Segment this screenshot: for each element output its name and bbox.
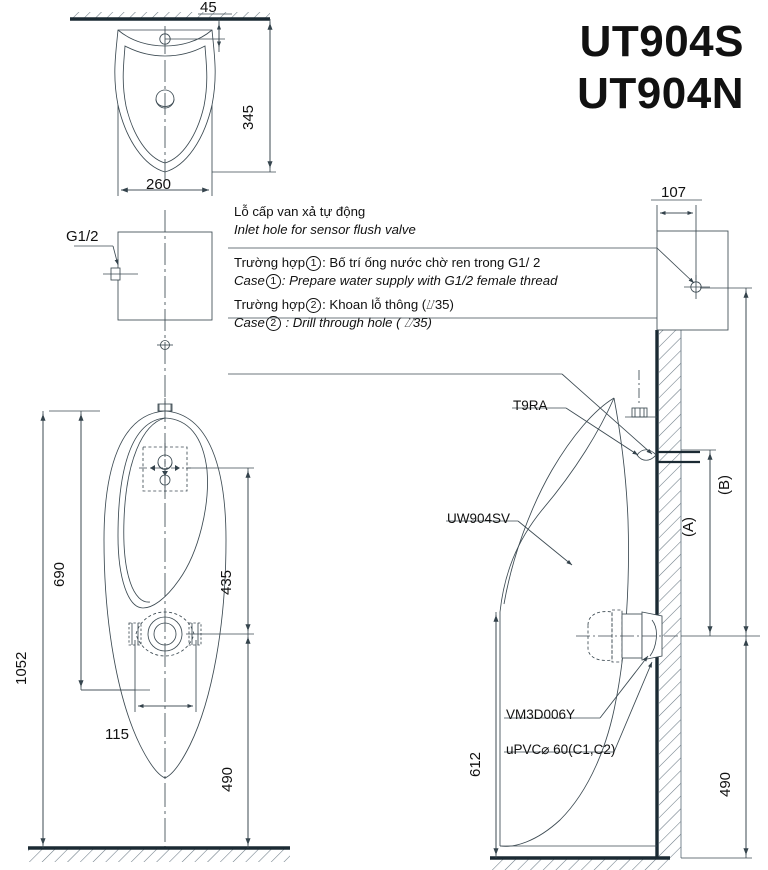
note-case1-vi-suffix: : Bố trí ống nước chờ ren trong G1/ 2 — [322, 254, 541, 270]
dim-label-107: 107 — [661, 184, 687, 201]
dim-label-1052: 1052 — [13, 651, 30, 685]
model-number-secondary: UT904N — [577, 68, 744, 118]
dim-label-435: 435 — [218, 569, 235, 595]
note-heading-en: Inlet hole for sensor flush valve — [234, 221, 416, 237]
note-case2-en-suffix: : Drill through hole ( ⌰35) — [281, 314, 432, 330]
side-view-section — [446, 199, 760, 870]
dim-label-490-side: 490 — [717, 771, 734, 797]
notes-block: Lỗ cấp van xả tự động Inlet hole for sen… — [234, 203, 574, 334]
front-view-elevation — [28, 398, 290, 862]
top-view-plan — [70, 12, 276, 196]
dim-435 — [186, 467, 254, 635]
dim-690 — [78, 411, 150, 691]
note-case2-vi-prefix: Trường hợp — [234, 296, 306, 312]
side-view-trap-outlet — [576, 609, 678, 663]
circled-number-1-en: 1 — [265, 273, 281, 289]
side-view-inlet-spud — [636, 449, 700, 464]
side-view-top-bracket — [625, 370, 657, 418]
dim-107 — [651, 199, 702, 280]
g12-detail-view — [74, 210, 213, 410]
circled-number-2-vi: 2 — [306, 297, 322, 313]
leader-t9ra — [512, 407, 639, 456]
model-number-primary: UT904S — [579, 17, 744, 66]
circled-number-1-vi: 1 — [306, 255, 322, 271]
note-case1-en-prefix: Case — [234, 272, 265, 288]
top-view-drain — [155, 60, 175, 180]
detail-center-mark — [157, 340, 173, 350]
top-view-wall — [70, 12, 270, 21]
leader-upvc — [504, 661, 653, 753]
note-case1-en-suffix: : Prepare water supply with G1/2 female … — [281, 272, 558, 288]
dim-115 — [81, 640, 197, 712]
dim-label-690: 690 — [51, 561, 68, 587]
note-leaders — [228, 247, 695, 455]
label-g12: G1/2 — [66, 228, 99, 245]
dim-label-260: 260 — [146, 176, 172, 193]
dim-260 — [117, 105, 213, 196]
dim-label-115: 115 — [105, 726, 129, 743]
dim-a — [681, 449, 760, 637]
dim-label-45: 45 — [200, 0, 217, 16]
front-view-drain-assembly — [128, 611, 202, 657]
thread-nipple — [103, 267, 138, 281]
label-upvc: uPVC⌀ 60(C1,C2) — [506, 742, 616, 757]
side-view-inlet-box — [656, 230, 729, 331]
dim-490-side — [681, 636, 752, 859]
leader-uw904sv — [446, 520, 573, 566]
front-view-floor — [28, 846, 290, 862]
dim-1052 — [40, 410, 100, 848]
dim-label-490-front: 490 — [219, 766, 236, 792]
side-view-wall — [655, 330, 682, 858]
note-case2-en-prefix: Case — [234, 314, 265, 330]
dim-b — [700, 287, 752, 636]
dim-label-345: 345 — [240, 104, 257, 130]
leader-vm3d006y — [504, 655, 649, 719]
dim-45 — [165, 13, 232, 52]
dim-label-612: 612 — [467, 751, 484, 777]
label-t9ra: T9RA — [513, 398, 548, 413]
dim-345 — [212, 19, 276, 173]
label-uw904sv: UW904SV — [447, 511, 511, 526]
circled-number-2-en: 2 — [265, 315, 281, 331]
note-case1-vi-prefix: Trường hợp — [234, 254, 306, 270]
dim-label-b: (B) — [716, 475, 733, 495]
label-vm3d006y: VM3D006Y — [506, 707, 576, 722]
note-heading: Lỗ cấp van xả tự động Inlet hole for sen… — [234, 203, 574, 239]
title-block: UT904S UT904N — [577, 16, 744, 120]
dim-label-a: (A) — [680, 517, 697, 537]
note-heading-vi: Lỗ cấp van xả tự động — [234, 204, 366, 219]
side-view-floor — [490, 856, 670, 870]
note-case2-vi-suffix: : Khoan lỗ thông (⌰35) — [322, 296, 454, 312]
